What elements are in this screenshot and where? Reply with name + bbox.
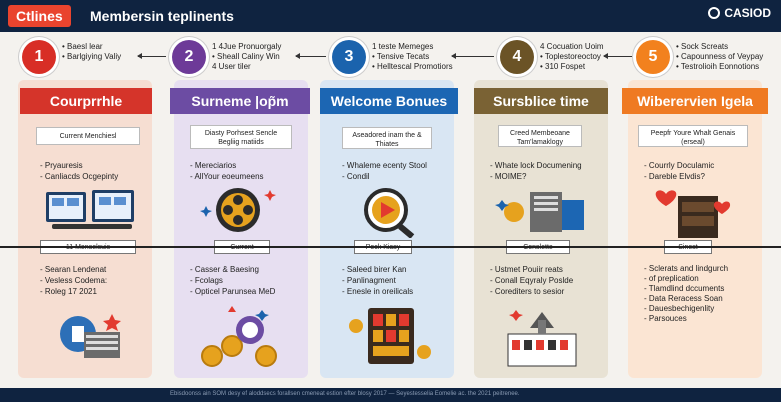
list-item: AllYour eoeumeens [190,171,263,182]
list-item: Dareble Elvdis? [644,171,714,182]
step-line: 1 4Jue Pronuorgaly [212,42,282,51]
list-item: Whate lock Documening [490,160,582,171]
column-box: Current Menchiesl [36,127,140,145]
column-list-bottom: Saleed birer Kan Panlinagment Enesle in … [342,264,413,297]
step-line: • Baesl lear [62,42,103,51]
column-banner: Welcome Bonues [320,88,458,114]
header-bar: Ctlines Membersin teplinents CASIOD [0,0,781,32]
step-line: • Helltescal Promotiors [372,62,453,71]
play-magnifier-icon [364,188,415,238]
step-line: 4 Cocuation Uoim [540,42,604,51]
step-arrow [137,53,166,59]
step-line: • Barlgiying Valiy [62,52,122,61]
step-arrow [451,53,494,59]
film-reel-icon [200,188,276,232]
hearts-furniture-icon [655,190,731,238]
coins-icon [201,306,277,367]
list-item: Searan Lendenat [40,264,107,275]
list-item: Panlinagment [342,275,413,286]
list-item: Tlamdlind dccuments [644,284,728,294]
cards-building-icon [507,310,577,367]
list-item: Conall Eqyraly Poslde [490,275,573,286]
brand-name: CASIOD [724,6,771,20]
column-list-bottom: Sclerats and lindgurch of preplication T… [644,264,728,324]
list-item: Mereciarios [190,160,264,171]
list-item: Corediters to sesior [490,286,573,297]
column-list-bottom: Searan Lendenat Vesless Codema: Roleg 17… [40,264,107,297]
logo: Ctlines [8,5,71,27]
footer: Ebisdoonss ain SOM desy ef aloddsecs for… [0,388,781,402]
shield-document-icon [60,314,121,358]
column-list-top: Courrly Doculamic Dareble Elvdis? [644,160,714,182]
list-item: Enesle in oreilicals [342,286,413,297]
step-number: 2 [172,40,206,74]
step-line: • Testrolioih Eonnotions [676,62,760,71]
column-list-top: Whate lock Documening MOIME? [490,160,582,182]
step-line: • Capounness of Veypay [676,52,764,61]
list-item: of preplication [644,274,728,284]
column-box: Creed Membeoane Tam'lamaklogy [498,125,582,147]
column-list-bottom: Ustmet Pouiir reats Conall Eqyraly Posld… [490,264,573,297]
column-list-top: Pryauresis Canliacds Ocgepinty [40,160,118,182]
step-line: • Tensive Tecats [372,52,430,61]
slot-machine-icon [349,308,431,364]
step-text: 4 Cocuation Uoim • Toplestoreoctoy • 310… [540,42,604,72]
brand-mark-icon [708,7,721,19]
column-banner: Courprrhle [20,88,152,114]
list-item: Whaleme ecenty Stool [342,160,427,171]
page-title: Membersin teplinents [90,8,234,24]
step-line: • Sock Screats [676,42,729,51]
list-item: Parsouces [644,314,728,324]
step-text: • Baesl lear • Barlgiying Valiy [62,42,121,62]
list-item: Sclerats and lindgurch [644,264,728,274]
list-item: Opticel Parunsea MeD [190,286,275,297]
list-item: Fcolags [190,275,275,286]
step-arrow [603,53,632,59]
step-number: 4 [500,40,534,74]
step-text: • Sock Screats • Capounness of Veypay • … [676,42,763,72]
column-list-bottom: Casser & Baesing Fcolags Opticel Parunse… [190,264,275,297]
list-item: Dauesbechigenlity [644,304,728,314]
step-5: 5 • Sock Screats • Capounness of Veypay … [636,40,781,74]
step-text: 1 4Jue Pronuorgaly • Sheall Caliny Win 4… [212,42,281,72]
step-number: 3 [332,40,366,74]
step-3: 3 1 teste Memeges • Tensive Tecats • Hel… [332,40,482,74]
list-item: MOIME? [490,171,582,182]
list-item: Casser & Baesing [190,264,275,275]
column-box: Peepfr Youre Whalt Genais (erseal) [638,125,748,147]
column-banner: Wiberervien Igela [622,88,768,114]
list-item: Data Reracess Soan [644,294,728,304]
documents-stack-icon [495,192,584,232]
step-arrow [295,53,326,59]
list-item: Roleg 17 2021 [40,286,107,297]
step-1: 1 • Baesl lear • Barlgiying Valiy [22,40,172,74]
step-line: • Toplestoreoctoy [540,52,601,61]
column-box: Aseadored inam the & Thiates [342,127,432,149]
column-list-top: Mereciarios AllYour eoeumeens [190,160,264,182]
list-item: Vesless Codema: [40,275,107,286]
step-2: 2 1 4Jue Pronuorgaly • Sheall Caliny Win… [172,40,322,74]
footer-text: Ebisdoonss ain SOM desy ef aloddsecs for… [170,391,520,397]
list-item: Courrly Doculamic [644,160,714,171]
timeline-line [0,246,781,248]
step-line: 4 User tiler [212,62,251,71]
computer-screens-icon [46,190,134,229]
column-box: Diasty Porhsest Sencle Begliig rnatiids [190,125,292,149]
step-number: 5 [636,40,670,74]
step-number: 1 [22,40,56,74]
column-list-top: Whaleme ecenty Stool Condil [342,160,427,182]
step-text: 1 teste Memeges • Tensive Tecats • Hellt… [372,42,453,72]
list-item: Ustmet Pouiir reats [490,264,573,275]
list-item: Condil [342,171,427,182]
list-item: Pryauresis [40,160,118,171]
step-4: 4 4 Cocuation Uoim • Toplestoreoctoy • 3… [500,40,650,74]
list-item: Canliacds Ocgepinty [40,171,118,182]
list-item: Saleed birer Kan [342,264,413,275]
column-banner: Sursblice time [474,88,608,114]
step-line: 1 teste Memeges [372,42,434,51]
step-line: • Sheall Caliny Win [212,52,280,61]
column-banner: Surneme |op̃m [170,88,310,114]
brand: CASIOD [708,6,771,20]
step-line: • 310 Fospet [540,62,586,71]
